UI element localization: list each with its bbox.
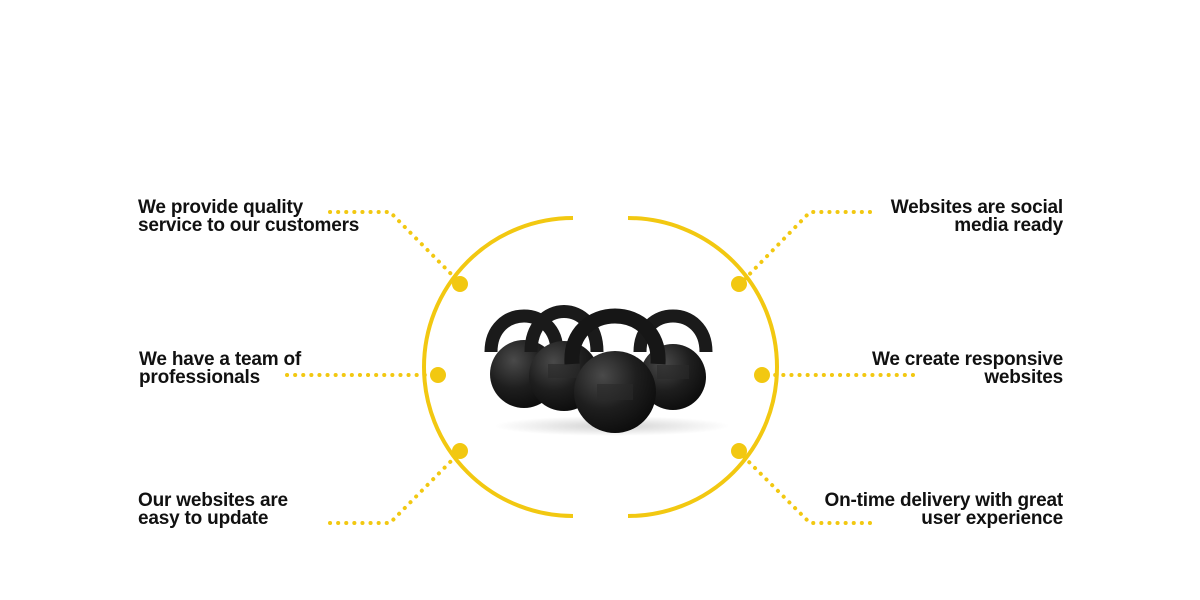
feature-right-2: We create responsive websites (871, 349, 1063, 388)
feature-left-2-line-1: We have a team of (139, 349, 302, 370)
node-right-3 (731, 443, 747, 459)
node-left-2 (430, 367, 446, 383)
connector-right-1 (737, 210, 872, 287)
connector-left-3 (328, 450, 462, 525)
node-right-1 (731, 276, 747, 292)
node-left-1 (452, 276, 468, 292)
feature-right-1-line-2: media ready (954, 215, 1063, 236)
feature-left-3-line-1: Our websites are (138, 490, 288, 511)
feature-left-3: Our websites are easy to update (138, 490, 288, 529)
feature-left-3-line-2: easy to update (138, 508, 269, 529)
feature-right-3-line-2: user experience (921, 508, 1063, 529)
node-right-2 (754, 367, 770, 383)
feature-left-1-line-2: service to our customers (138, 215, 360, 236)
feature-right-2-line-1: We create responsive (871, 349, 1063, 370)
feature-right-1-line-1: Websites are social (890, 197, 1063, 218)
feature-left-1: We provide quality service to our custom… (138, 197, 360, 236)
ring-arc-right (627, 216, 779, 518)
feature-right-1: Websites are social media ready (890, 197, 1063, 236)
node-left-3 (452, 443, 468, 459)
ring-arc-left (422, 216, 574, 518)
feature-left-2: We have a team of professionals (139, 349, 302, 388)
kettlebell-front (564, 308, 666, 433)
feature-left-1-line-1: We provide quality (138, 197, 303, 218)
feature-right-3: On-time delivery with great user experie… (824, 490, 1064, 529)
feature-right-2-line-2: websites (984, 367, 1063, 388)
kettlebells-icon (484, 305, 730, 436)
feature-left-2-line-2: professionals (139, 367, 260, 388)
feature-right-3-line-1: On-time delivery with great (824, 490, 1064, 511)
